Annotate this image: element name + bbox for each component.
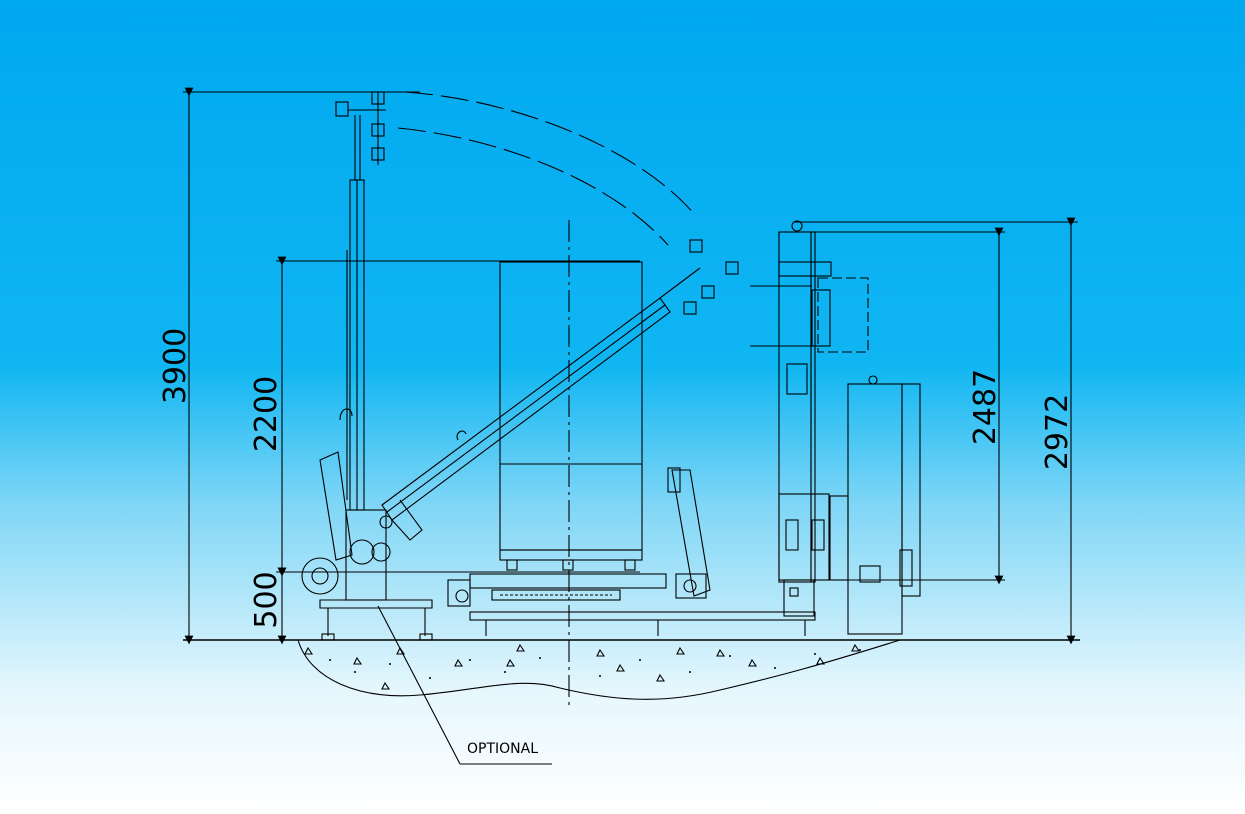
turntable-base bbox=[447, 573, 816, 636]
optional-callout: OPTIONAL bbox=[377, 605, 552, 765]
vertical-mast bbox=[335, 91, 386, 511]
dimension-2200-label: 2200 bbox=[249, 376, 284, 452]
dimension-500-label: 500 bbox=[249, 571, 284, 628]
dimension-2972: 2972 bbox=[795, 217, 1078, 645]
swing-arcs bbox=[397, 91, 696, 246]
pallet-load bbox=[499, 261, 643, 571]
control-cabinet bbox=[829, 375, 921, 635]
dimension-500: 500 bbox=[249, 567, 640, 645]
right-column bbox=[750, 220, 869, 617]
inclined-boom bbox=[381, 239, 739, 541]
clamp-arm bbox=[667, 467, 711, 599]
dimension-2487-label: 2487 bbox=[968, 369, 1003, 445]
dimension-3900-label: 3900 bbox=[158, 328, 193, 404]
optional-label: OPTIONAL bbox=[467, 741, 538, 757]
left-base bbox=[301, 451, 433, 641]
dimension-2972-label: 2972 bbox=[1040, 394, 1075, 470]
dimension-2200: 2200 bbox=[249, 256, 640, 577]
